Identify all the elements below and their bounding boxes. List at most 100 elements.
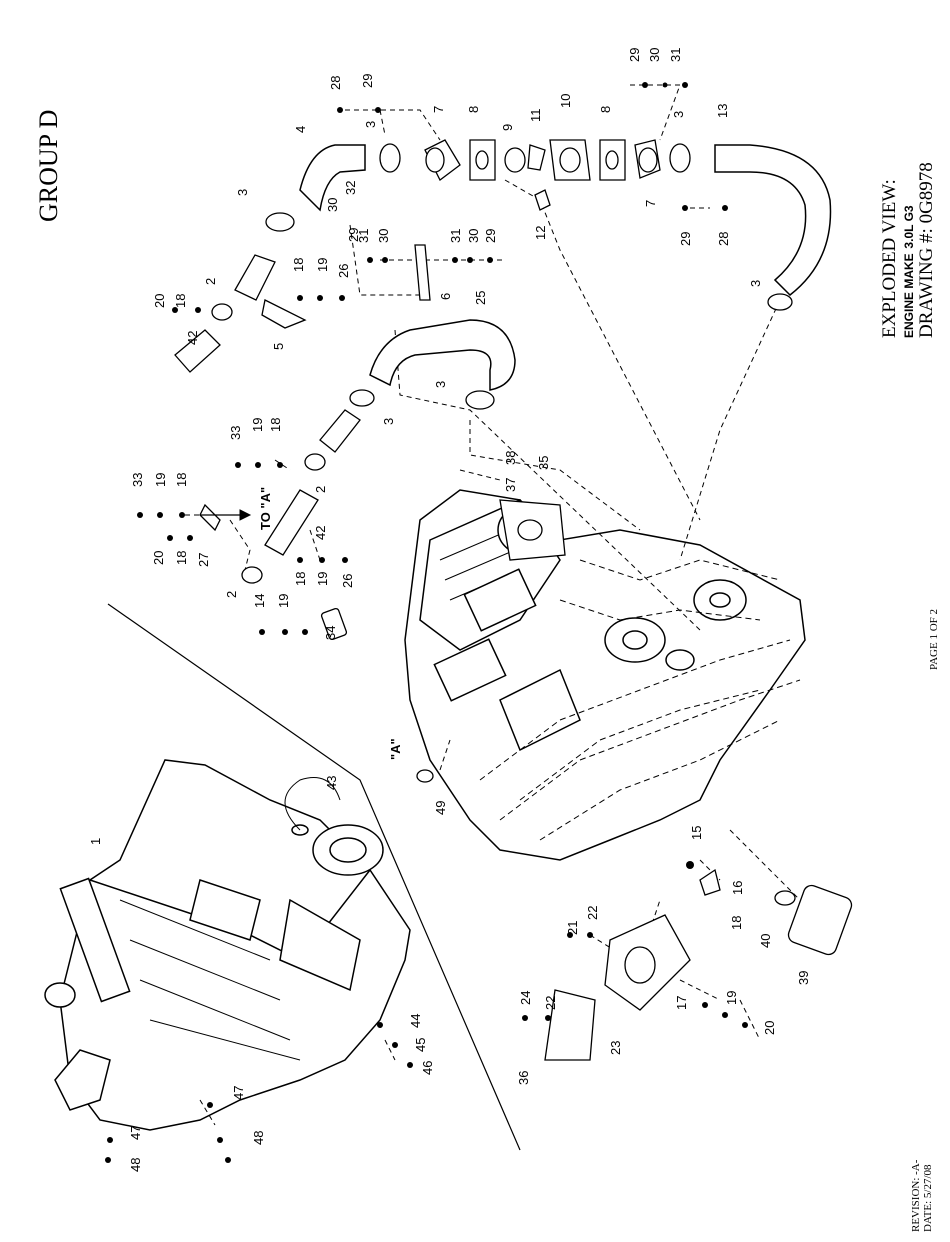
callout-49: 49: [433, 801, 448, 815]
callout-30: 30: [325, 198, 340, 212]
callout-18: 18: [293, 572, 308, 586]
callout-19: 19: [724, 991, 739, 1005]
callout-18: 18: [729, 916, 744, 930]
hose-13: [714, 144, 832, 296]
callout-38: 38: [503, 451, 518, 465]
callout-31: 31: [448, 229, 463, 243]
callout-4: 4: [293, 126, 308, 133]
callout-37: 37: [503, 478, 518, 492]
callout-40: 40: [758, 934, 773, 948]
callout-42: 42: [313, 526, 328, 540]
callout-3: 3: [235, 189, 250, 196]
callout-30: 30: [376, 229, 391, 243]
callout-10: 10: [558, 94, 573, 108]
callout-20: 20: [152, 294, 167, 308]
group-title: GROUP D: [34, 109, 63, 222]
engine-make-value: 3.0L G3: [902, 205, 916, 249]
title-block: EXPLODED VIEW: ENGINE MAKE 3.0L G3 DRAWI…: [879, 162, 937, 338]
callout-3: 3: [433, 381, 448, 388]
callout-24: 24: [518, 991, 533, 1005]
callout-18: 18: [174, 473, 189, 487]
tube-and-bracket-parts: [174, 244, 566, 641]
tag-to-a: TO "A": [258, 487, 273, 530]
inset-separator-line: [107, 603, 521, 1151]
callout-19: 19: [276, 594, 291, 608]
revision-date: DATE: 5/27/08: [922, 1164, 934, 1232]
callout-17: 17: [674, 996, 689, 1010]
callout-19: 19: [153, 473, 168, 487]
callout-28: 28: [328, 76, 343, 90]
hose-4: [299, 144, 366, 212]
callout-19: 19: [315, 572, 330, 586]
callout-31: 31: [668, 48, 683, 62]
hose-25: [369, 319, 516, 391]
callout-32: 32: [343, 181, 358, 195]
callout-45: 45: [413, 1038, 428, 1052]
engine-hidden-lines: [479, 559, 801, 841]
engine-make-label: ENGINE MAKE: [902, 253, 916, 338]
callout-35: 35: [536, 456, 551, 470]
callout-26: 26: [340, 574, 355, 588]
callout-33: 33: [130, 473, 145, 487]
callout-2: 2: [203, 278, 218, 285]
callout-36: 36: [516, 1071, 531, 1085]
callout-19: 19: [250, 418, 265, 432]
hose-clamp-parts: [265, 143, 793, 410]
callout-8: 8: [466, 106, 481, 113]
callout-44: 44: [408, 1014, 423, 1028]
callout-46: 46: [420, 1061, 435, 1075]
main-engine-assembly: [404, 489, 806, 861]
revision-block: REVISION: -A- DATE: 5/27/08: [910, 1160, 934, 1232]
callout-3: 3: [381, 418, 396, 425]
callout-7: 7: [643, 200, 658, 207]
callout-27: 27: [196, 553, 211, 567]
callout-47: 47: [231, 1086, 246, 1100]
callout-21: 21: [565, 921, 580, 935]
callout-43: 43: [324, 776, 339, 790]
callout-30: 30: [466, 229, 481, 243]
callout-3: 3: [748, 280, 763, 287]
callout-labels: 1 2 2 2 3 3 3 3 3 3 4 5 6 7 7 8 8 9 10 1…: [88, 48, 811, 1172]
callout-29: 29: [627, 48, 642, 62]
callout-11: 11: [528, 109, 543, 123]
callout-9: 9: [500, 124, 515, 131]
callout-29: 29: [346, 228, 361, 242]
callout-13: 13: [715, 104, 730, 118]
callout-18: 18: [291, 258, 306, 272]
callout-3: 3: [363, 121, 378, 128]
page-number: PAGE 1 OF 2: [928, 608, 940, 670]
callout-39: 39: [796, 971, 811, 985]
callout-31: 31: [356, 229, 371, 243]
callout-12: 12: [533, 226, 548, 240]
tag-a: "A": [388, 738, 403, 760]
callout-48: 48: [128, 1158, 143, 1172]
callout-18: 18: [268, 418, 283, 432]
callout-15: 15: [689, 826, 704, 840]
callout-14: 14: [252, 594, 267, 608]
callout-2: 2: [224, 591, 239, 598]
callout-22: 22: [543, 996, 558, 1010]
callout-20: 20: [762, 1021, 777, 1035]
callout-30: 30: [647, 48, 662, 62]
callout-26: 26: [336, 264, 351, 278]
callout-7: 7: [431, 106, 446, 113]
lower-parts: [416, 769, 853, 1061]
callout-29: 29: [678, 232, 693, 246]
callout-28: 28: [716, 232, 731, 246]
callout-23: 23: [608, 1041, 623, 1055]
callout-18: 18: [174, 551, 189, 565]
thermostat-housing-chain: [424, 139, 661, 211]
callout-19: 19: [315, 258, 330, 272]
callout-2: 2: [313, 486, 328, 493]
callout-34: 34: [323, 626, 338, 640]
callout-48: 48: [251, 1131, 266, 1145]
callout-16: 16: [730, 881, 745, 895]
callout-29: 29: [483, 229, 498, 243]
callout-22: 22: [585, 906, 600, 920]
callout-6: 6: [438, 293, 453, 300]
drawing-number: DRAWING #: 0G8978: [916, 162, 937, 338]
callout-1: 1: [88, 838, 103, 845]
callout-18: 18: [173, 294, 188, 308]
